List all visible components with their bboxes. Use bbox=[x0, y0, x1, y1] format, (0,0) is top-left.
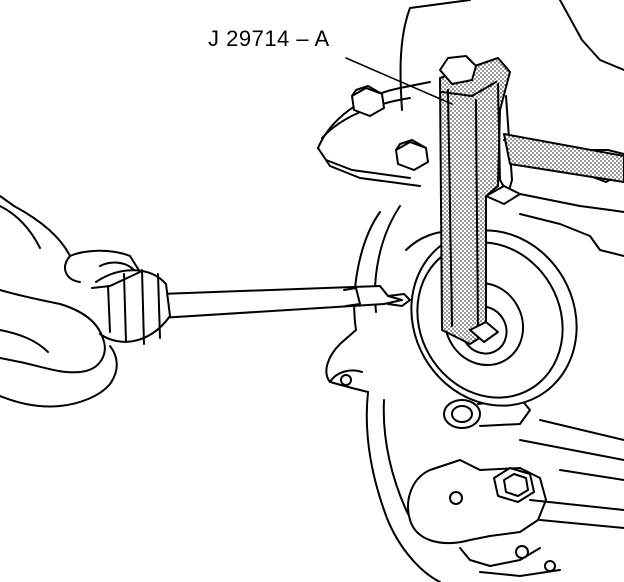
oil-seal bbox=[405, 229, 578, 407]
mount-hole-lower-left bbox=[449, 491, 463, 505]
seal-remover-tool bbox=[439, 55, 624, 345]
small-bolt-bottom bbox=[544, 560, 556, 572]
lug-mount-left bbox=[329, 369, 363, 386]
tool-callout-label: J 29714 – A bbox=[208, 26, 330, 51]
bolt-top-left bbox=[351, 85, 385, 117]
screwdriver bbox=[95, 269, 411, 345]
bolt-lower-right bbox=[493, 467, 535, 503]
hand bbox=[0, 195, 141, 408]
mount-hole-bottom bbox=[515, 545, 529, 559]
bolt-middle bbox=[395, 139, 429, 171]
callout-leader-line bbox=[345, 57, 453, 105]
